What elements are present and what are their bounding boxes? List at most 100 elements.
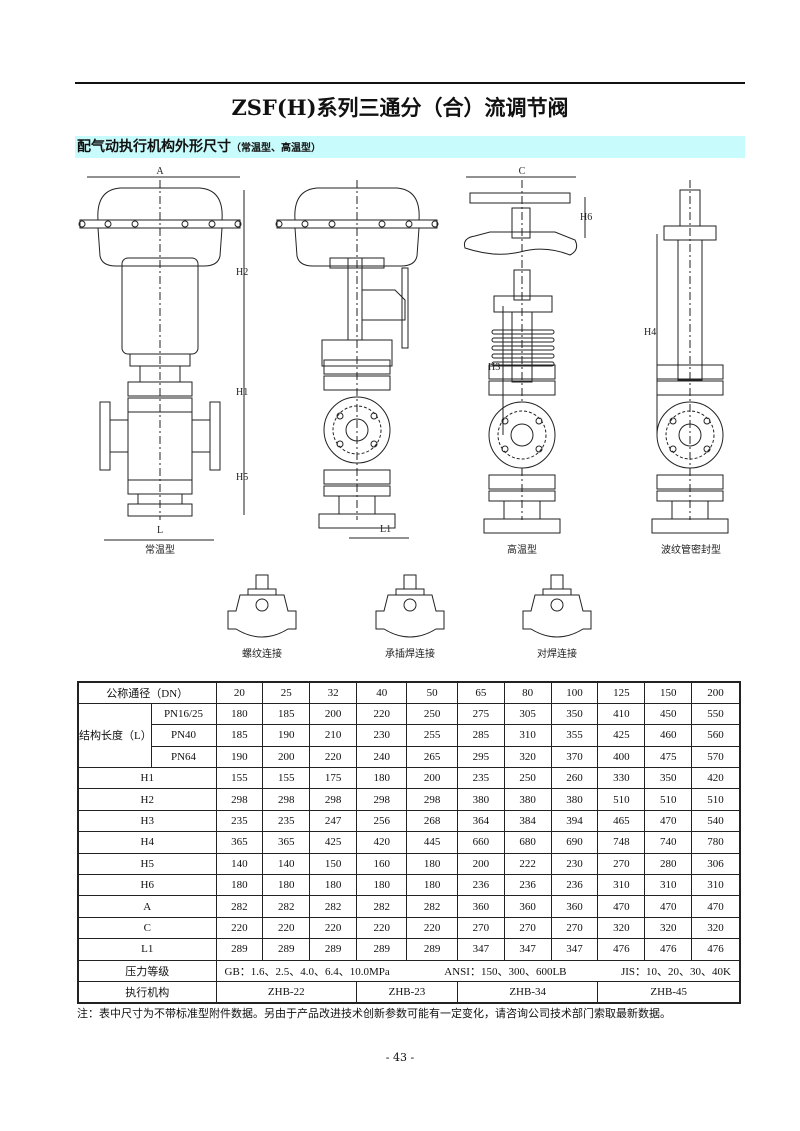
table-cell: 200 [456, 852, 505, 876]
table-cell: 235 [456, 767, 505, 790]
table-cell: 180 [215, 874, 264, 897]
table-cell: 236 [503, 874, 552, 897]
table-cell: 282 [356, 895, 408, 918]
table-cell: 268 [406, 809, 458, 833]
table-cell: 310 [597, 874, 646, 897]
dim-label-H2: H2 [236, 267, 248, 278]
table-cell: 289 [262, 938, 311, 961]
table-cell: 360 [503, 895, 552, 918]
table-cell: 230 [356, 724, 408, 747]
pressure-gb: GB：1.6、2.5、4.0、6.4、10.0MPa [224, 965, 390, 978]
table-cell: 570 [691, 745, 741, 769]
row-label: H5 [77, 852, 217, 876]
socket-weld-connection-view [375, 574, 445, 638]
table-cell: 220 [262, 916, 311, 940]
dn-cell: 125 [597, 681, 646, 704]
table-cell: 180 [262, 874, 311, 897]
row-label: A [77, 895, 217, 918]
view-bellows-seal: H4 [644, 180, 729, 534]
caption-butt-weld: 对焊连接 [537, 647, 577, 660]
table-cell: 470 [644, 895, 693, 918]
dn-label: 公称通径（DN） [77, 681, 217, 704]
table-cell: 200 [262, 745, 311, 769]
table-cell: 540 [691, 809, 741, 833]
pressure-class-label: PN40 [150, 724, 217, 747]
table-cell: 247 [309, 809, 358, 833]
table-cell: 280 [644, 852, 693, 876]
table-cell: 220 [309, 745, 358, 769]
table-cell: 347 [550, 938, 599, 961]
table-cell: 289 [215, 938, 264, 961]
table-cell: 155 [215, 767, 264, 790]
caption-threaded: 螺纹连接 [242, 647, 282, 660]
row-label: L1 [77, 938, 217, 961]
table-cell: 255 [406, 724, 458, 747]
pressure-class-label: PN64 [150, 745, 217, 769]
table-cell: 140 [262, 852, 311, 876]
actuator-model: ZHB-34 [456, 980, 599, 1004]
table-cell: 180 [356, 874, 408, 897]
pressure-row: 压力等级 GB：1.6、2.5、4.0、6.4、10.0MPa ANSI：150、3… [77, 959, 741, 982]
table-cell: 270 [456, 916, 505, 940]
table-cell: 450 [644, 702, 693, 726]
table-cell: 235 [215, 809, 264, 833]
table-cell: 384 [503, 809, 552, 833]
table-cell: 155 [262, 767, 311, 790]
table-cell: 476 [691, 938, 741, 961]
pressure-class-label: PN16/25 [150, 702, 217, 726]
table-cell: 180 [215, 702, 264, 726]
view-side: L1 [275, 180, 439, 539]
table-cell: 350 [644, 767, 693, 790]
pressure-values: GB：1.6、2.5、4.0、6.4、10.0MPa ANSI：150、300、6… [215, 959, 741, 982]
table-cell: 475 [644, 745, 693, 769]
pressure-label: 压力等级 [77, 959, 217, 982]
view-high-temperature: C H6 H3 [464, 166, 592, 534]
table-cell: 364 [456, 809, 505, 833]
table-cell: 350 [550, 702, 599, 726]
footnote: 注：表中尺寸为不带标准型附件数据。另由于产品改进技术创新参数可能有一定变化，请咨… [77, 1007, 671, 1020]
table-cell: 680 [503, 831, 552, 854]
table-cell: 220 [356, 702, 408, 726]
dn-cell: 150 [644, 681, 693, 704]
table-cell: 347 [456, 938, 505, 961]
dn-cell: 50 [406, 681, 458, 704]
caption-high-temp: 高温型 [507, 543, 537, 556]
length-label: 结构长度（L） [77, 702, 152, 769]
table-cell: 210 [309, 724, 358, 747]
table-cell: 298 [406, 788, 458, 811]
table-cell: 380 [456, 788, 505, 811]
table-cell: 289 [356, 938, 408, 961]
table-cell: 270 [550, 916, 599, 940]
table-cell: 285 [456, 724, 505, 747]
table-cell: 310 [691, 874, 741, 897]
row-label: H4 [77, 831, 217, 854]
table-cell: 660 [456, 831, 505, 854]
table-cell: 265 [406, 745, 458, 769]
table-cell: 380 [550, 788, 599, 811]
table-cell: 420 [691, 767, 741, 790]
dn-cell: 25 [262, 681, 311, 704]
table-cell: 460 [644, 724, 693, 747]
table-cell: 550 [691, 702, 741, 726]
table-cell: 410 [597, 702, 646, 726]
dim-label-H4: H4 [644, 327, 656, 338]
dim-label-L1: L1 [380, 524, 391, 535]
page-number: - 43 - [385, 1051, 415, 1064]
table-cell: 360 [456, 895, 505, 918]
table-cell: 320 [503, 745, 552, 769]
table-cell: 510 [644, 788, 693, 811]
table-cell: 365 [262, 831, 311, 854]
row-label: H2 [77, 788, 217, 811]
table-cell: 330 [597, 767, 646, 790]
table-cell: 320 [597, 916, 646, 940]
pressure-ansi: ANSI：150、300、600LB [444, 965, 567, 978]
table-cell: 295 [456, 745, 505, 769]
table-cell: 470 [644, 809, 693, 833]
